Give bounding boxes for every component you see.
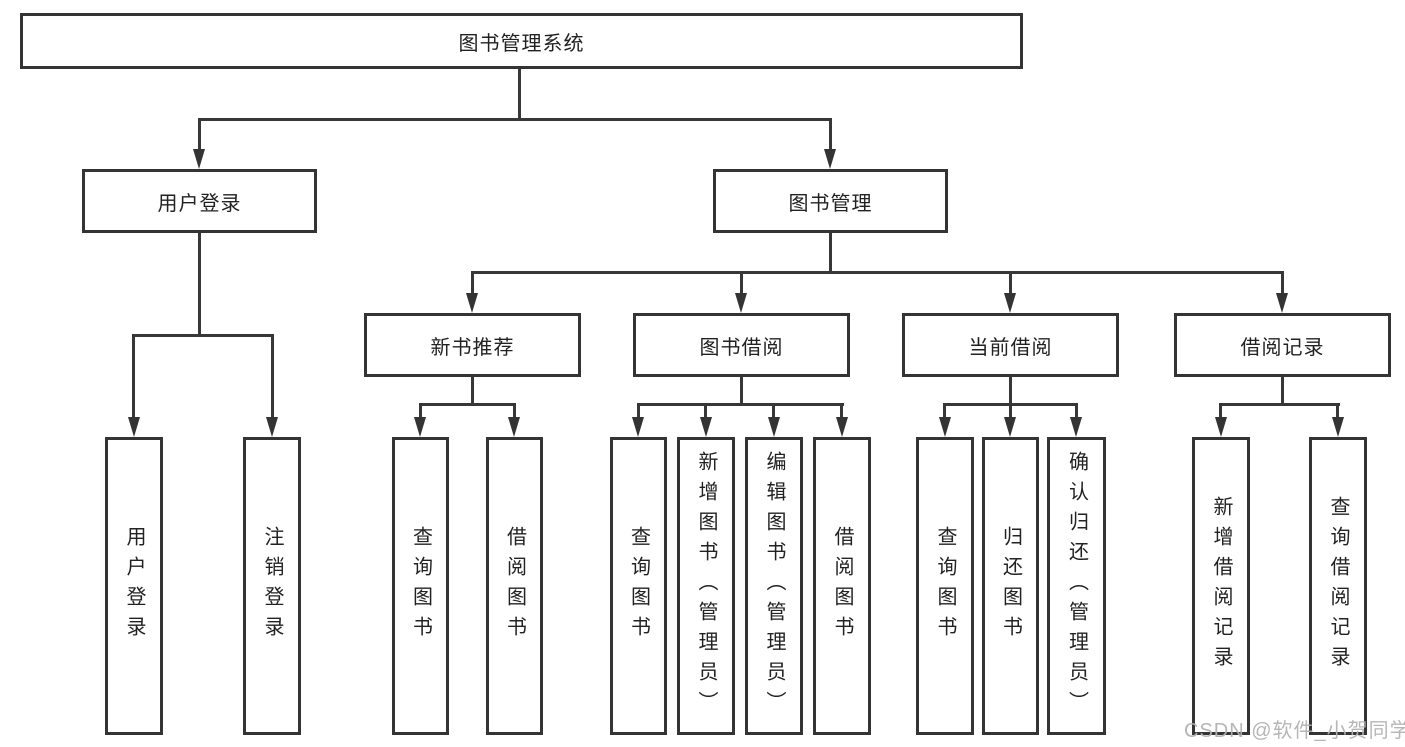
arrow-down-icon	[735, 293, 747, 313]
arrow-down-icon	[939, 417, 951, 437]
connector-mgmt-hbar	[471, 271, 1284, 274]
connector-user-hbar	[132, 334, 274, 337]
connector-line	[704, 403, 707, 419]
arrow-down-icon	[193, 149, 205, 169]
connector-line	[1009, 271, 1012, 295]
connector-line	[132, 334, 135, 419]
node-label: 新书推荐	[430, 336, 515, 359]
node-book-management: 图书管理	[713, 169, 948, 233]
arrow-down-icon	[700, 417, 712, 437]
arrow-down-icon	[1070, 417, 1082, 437]
leaf-borrow-book-1: 借阅图书	[486, 437, 543, 735]
node-new-book-recommend: 新书推荐	[364, 313, 581, 377]
connector-line	[1009, 403, 1012, 419]
arrow-down-icon	[1004, 417, 1016, 437]
connector-line	[1281, 271, 1284, 295]
leaf-return-book: 归还图书	[982, 437, 1039, 735]
connector-record-hbar	[1219, 403, 1340, 406]
leaf-add-book-admin: 新增图书（管理员）	[677, 437, 735, 735]
arrow-down-icon	[266, 417, 278, 437]
node-library-management-system: 图书管理系统	[20, 13, 1023, 69]
leaf-query-book-1: 查询图书	[392, 437, 449, 735]
connector-root-stem	[518, 69, 521, 121]
connector-line	[1219, 403, 1222, 419]
leaf-label: 归还图书	[999, 526, 1022, 646]
node-borrow-record: 借阅记录	[1174, 313, 1391, 377]
leaf-label: 查询借阅记录	[1327, 496, 1349, 676]
leaf-add-borrow-record: 新增借阅记录	[1192, 437, 1250, 735]
arrow-down-icon	[768, 417, 780, 437]
arrow-down-icon	[414, 417, 426, 437]
node-label: 图书管理	[788, 192, 873, 215]
connector-line	[772, 403, 775, 419]
connector-newbook-hbar	[419, 403, 516, 406]
connector-line	[1075, 403, 1078, 419]
leaf-label: 注销登录	[261, 526, 283, 646]
arrow-down-icon	[1276, 293, 1288, 313]
leaf-label: 借阅图书	[503, 526, 526, 646]
leaf-query-book-3: 查询图书	[916, 437, 974, 735]
connector-line	[471, 271, 474, 295]
leaf-confirm-return-admin: 确认归还（管理员）	[1047, 437, 1106, 735]
arrow-down-icon	[836, 417, 848, 437]
leaf-borrow-book-2: 借阅图书	[813, 437, 871, 735]
connector-borrow-stem	[740, 377, 743, 406]
node-user-login-branch: 用户登录	[82, 169, 317, 233]
connector-user-stem	[198, 233, 201, 337]
leaf-label: 查询图书	[934, 526, 956, 646]
leaf-label: 查询图书	[409, 526, 432, 646]
connector-line	[740, 271, 743, 295]
connector-line	[271, 334, 274, 419]
arrow-down-icon	[1004, 293, 1016, 313]
node-label: 图书借阅	[699, 336, 784, 359]
node-book-borrow: 图书借阅	[633, 313, 850, 377]
connector-current-stem	[1009, 377, 1012, 406]
arrow-down-icon	[466, 293, 478, 313]
leaf-query-borrow-record: 查询借阅记录	[1309, 437, 1367, 735]
connector-line	[840, 403, 843, 419]
arrow-down-icon	[1332, 417, 1344, 437]
leaf-user-login: 用户登录	[105, 437, 163, 735]
connector-line	[513, 403, 516, 419]
arrow-down-icon	[128, 417, 140, 437]
connector-newbook-stem	[471, 377, 474, 406]
node-label: 当前借阅	[968, 336, 1053, 359]
connector-line	[1336, 403, 1339, 419]
connector-line	[419, 403, 422, 419]
connector-line	[829, 118, 832, 151]
connector-line	[637, 403, 640, 419]
leaf-edit-book-admin: 编辑图书（管理员）	[745, 437, 803, 735]
connector-borrow-hbar	[637, 403, 844, 406]
arrow-down-icon	[1215, 417, 1227, 437]
connector-mgmt-stem	[829, 233, 832, 274]
connector-line	[198, 118, 201, 151]
csdn-watermark: CSDN @软件_小贺同学	[1184, 720, 1405, 742]
arrow-down-icon	[508, 417, 520, 437]
leaf-label: 用户登录	[123, 526, 145, 646]
node-label: 用户登录	[157, 192, 242, 215]
leaf-query-book-2: 查询图书	[610, 437, 667, 735]
leaf-logout: 注销登录	[243, 437, 301, 735]
leaf-label: 确认归还（管理员）	[1065, 451, 1088, 721]
leaf-label: 新增借阅记录	[1210, 496, 1232, 676]
connector-root-hbar	[198, 118, 832, 121]
arrow-down-icon	[824, 149, 836, 169]
connector-record-stem	[1281, 377, 1284, 406]
leaf-label: 借阅图书	[831, 526, 853, 646]
connector-line	[943, 403, 946, 419]
node-label: 图书管理系统	[458, 32, 585, 55]
node-current-borrow: 当前借阅	[902, 313, 1119, 377]
leaf-label: 编辑图书（管理员）	[763, 451, 785, 721]
node-label: 借阅记录	[1240, 336, 1325, 359]
arrow-down-icon	[632, 417, 644, 437]
leaf-label: 新增图书（管理员）	[695, 451, 717, 721]
leaf-label: 查询图书	[627, 526, 650, 646]
